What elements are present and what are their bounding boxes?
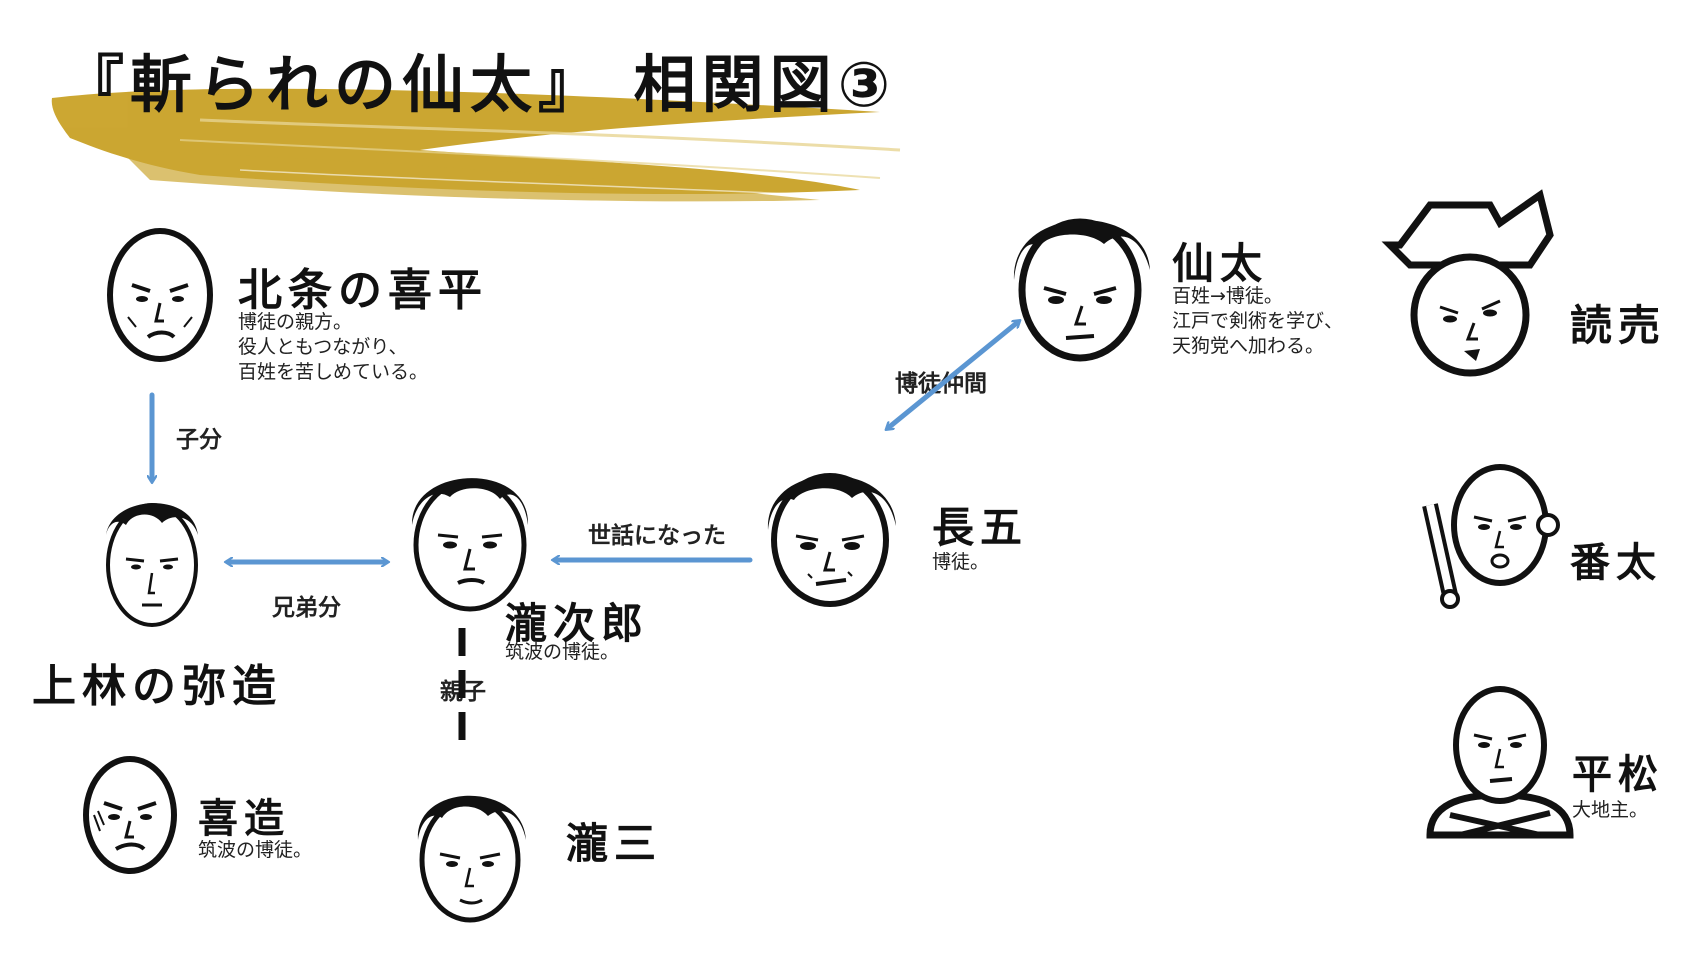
name-chogo: 長五 (932, 503, 1029, 552)
arrow-chogo-senta (888, 322, 1018, 428)
face-kihei (107, 228, 213, 362)
face-heimatsu (1426, 686, 1574, 839)
relation-label-kobun: 子分 (176, 427, 222, 453)
face-senta (1013, 218, 1150, 362)
name-takijiro: 瀧次郎 (505, 599, 650, 648)
face-banta (1422, 464, 1560, 609)
relation-label-sewa: 世話になった (588, 523, 726, 549)
relation-label-kyodaibun: 兄弟分 (272, 595, 341, 621)
name-kizo: 喜造 (198, 796, 290, 842)
desc-takijiro: 筑波の博徒。 (505, 641, 620, 663)
name-banta: 番太 (1570, 540, 1662, 586)
name-kihei: 北条の喜平 (238, 265, 488, 316)
desc-chogo: 博徒。 (932, 551, 990, 573)
face-chogo (767, 473, 896, 607)
desc-heimatsu: 大地主。 (1572, 799, 1649, 821)
name-heimatsu: 平松 (1572, 752, 1664, 798)
face-yazo (106, 503, 198, 627)
desc-kihei: 博徒の親方。 役人ともつながり、 百姓を苦しめている。 (238, 311, 429, 383)
face-takizo (417, 795, 526, 923)
face-takijiro (411, 478, 529, 612)
page-title: 『斬られの仙太』 相関図③ (62, 48, 897, 121)
name-yazo: 上林の弥造 (32, 661, 282, 712)
name-yomiuri: 読売 (1570, 301, 1667, 350)
connectors (152, 322, 1018, 740)
face-kizo (83, 756, 177, 874)
name-senta: 仙太 (1172, 239, 1269, 288)
desc-senta: 百姓→博徒。 江戸で剣術を学び、 天狗党へ加わる。 (1172, 285, 1344, 357)
title-brush-stroke (51, 88, 901, 202)
face-yomiuri (1381, 189, 1554, 377)
desc-kizo: 筑波の博徒。 (198, 839, 313, 861)
name-takizo: 瀧三 (566, 819, 663, 868)
